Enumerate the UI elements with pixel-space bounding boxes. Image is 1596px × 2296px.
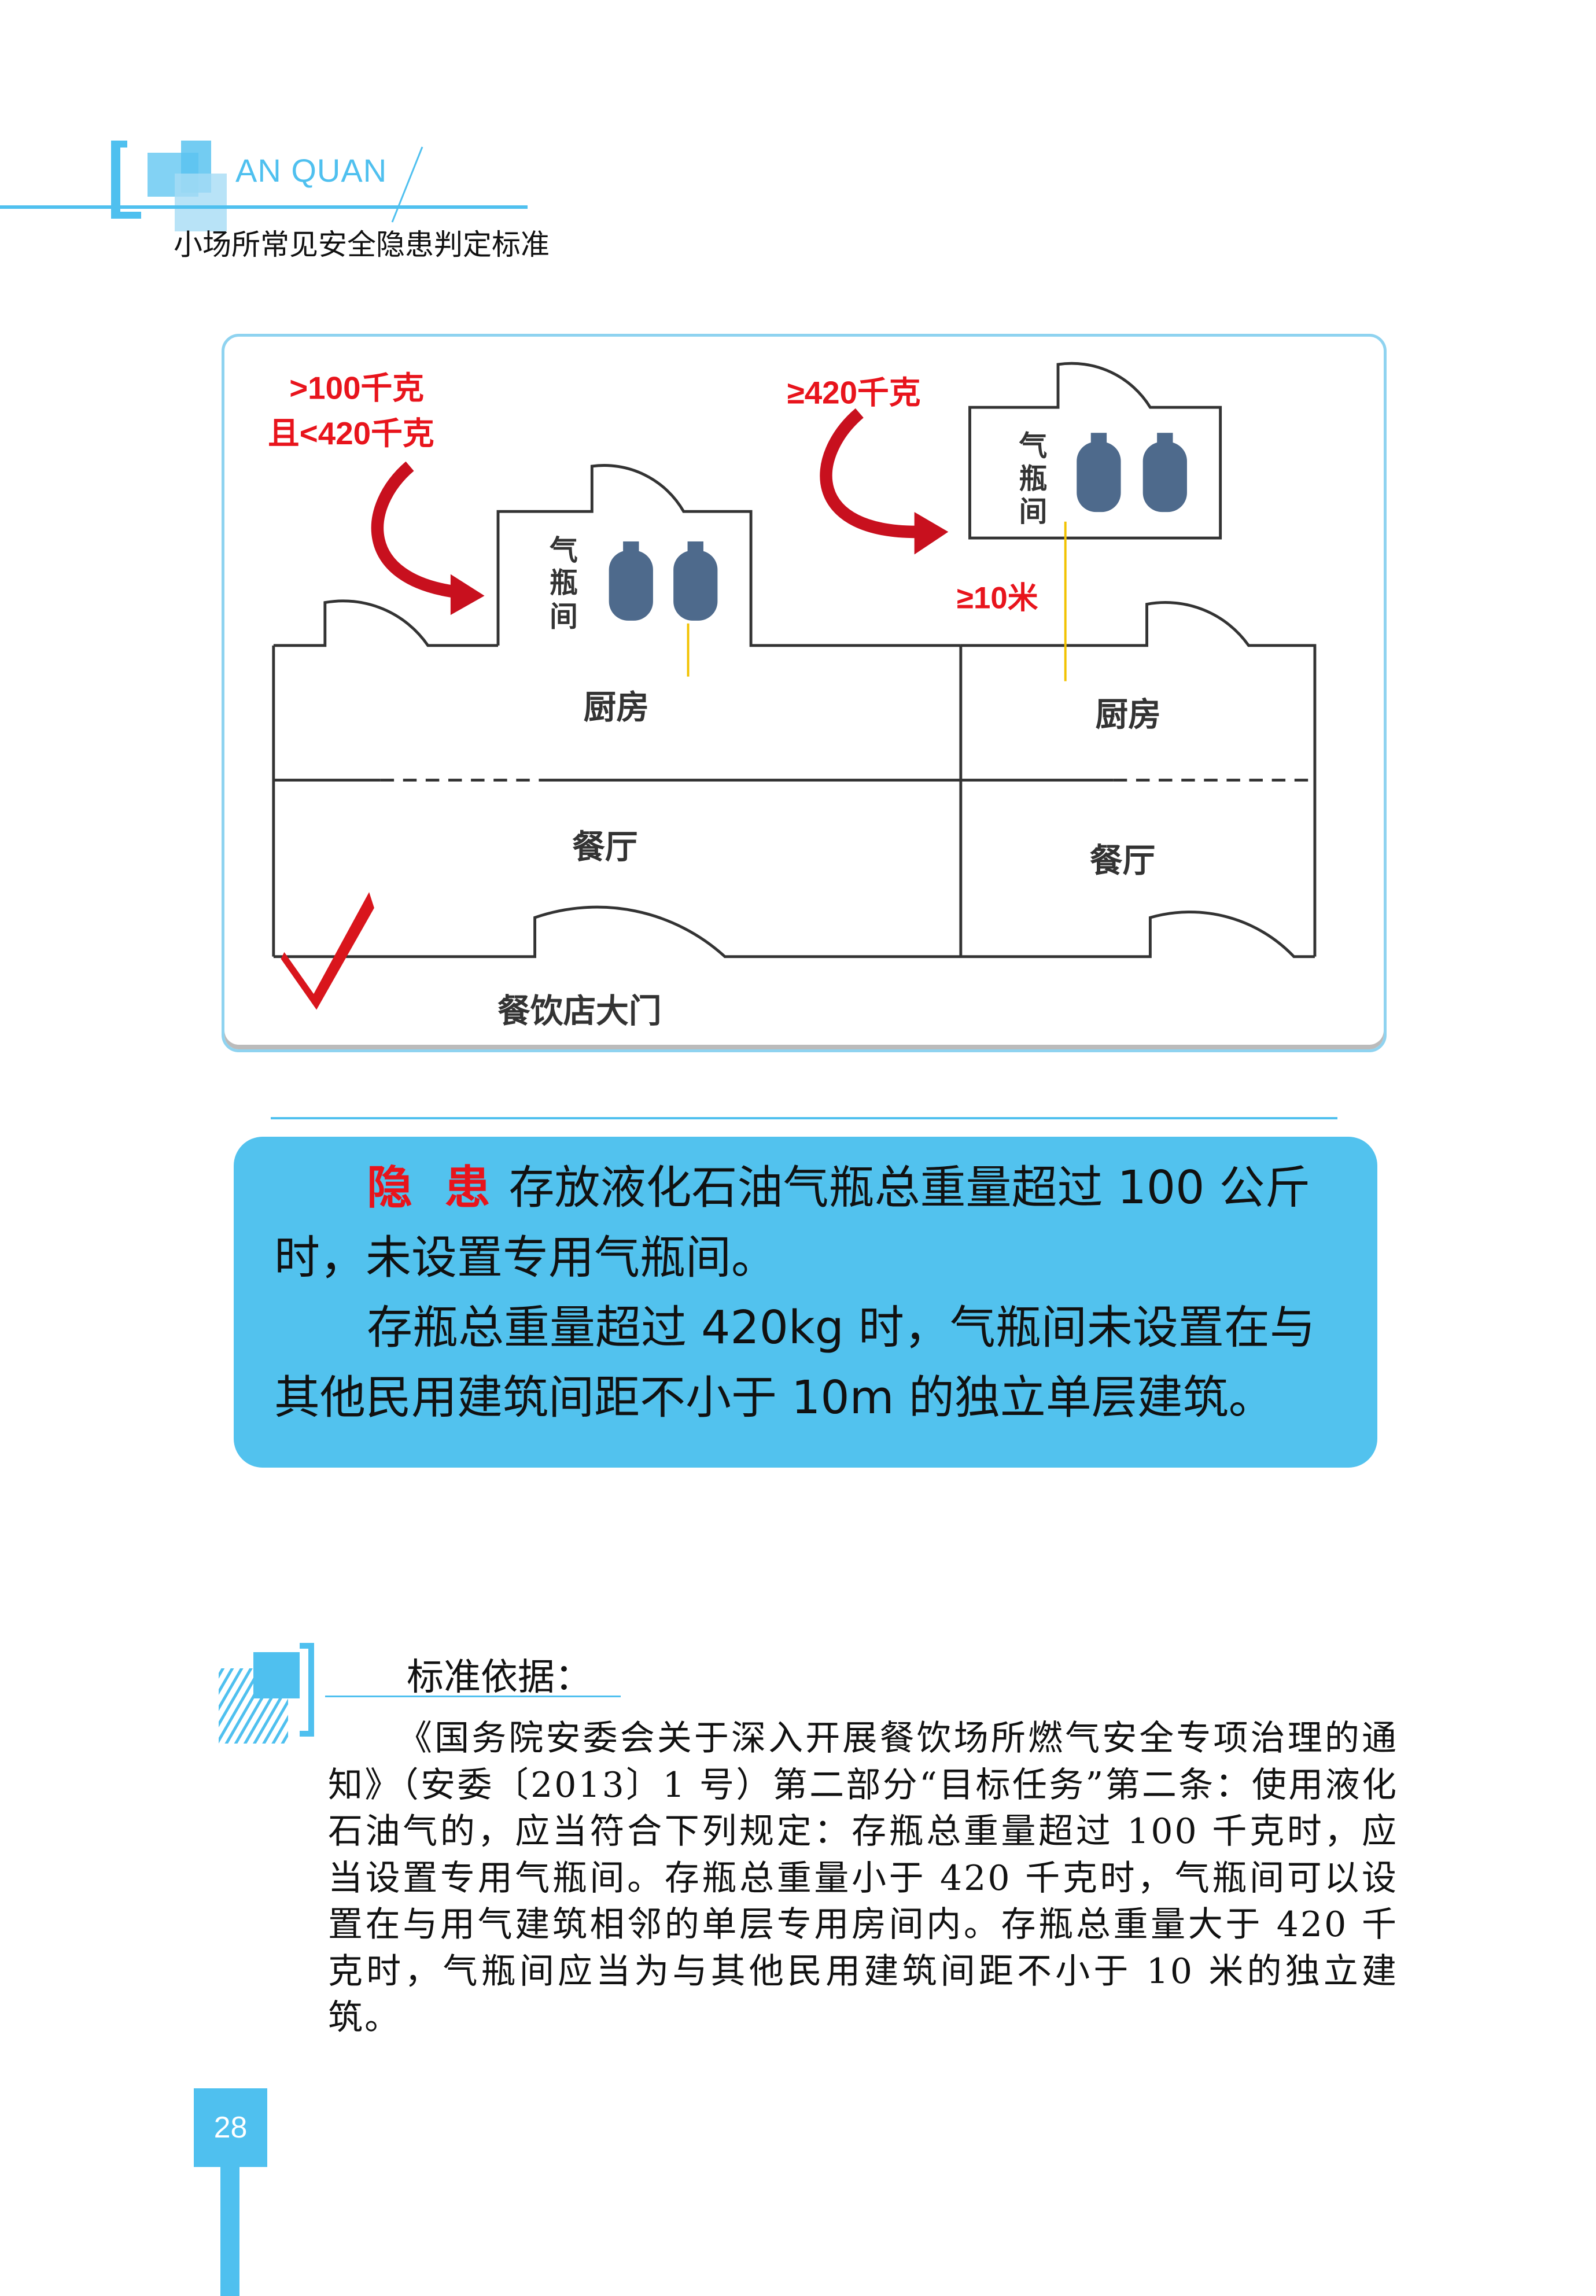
dining-label: 餐厅 [1090,842,1155,880]
header-bracket-decoration [111,141,127,148]
gas-cylinder-icon [609,433,1187,621]
header-rule [0,205,528,209]
page-number-bar [220,2167,239,2296]
hazard-paragraph: 隐 患存放液化石油气瓶总重量超过 100 公斤时，未设置专用气瓶间。 [274,1153,1337,1293]
dining-label: 餐厅 [572,828,637,867]
label-distance: ≥10米 [957,581,1038,615]
hazard-text-1: 存放液化石油气瓶总重量超过 100 公斤时，未设置专用气瓶间。 [274,1161,1311,1284]
gas-room-label: 瓶 [1019,462,1048,495]
hazard-box: 隐 患存放液化石油气瓶总重量超过 100 公斤时，未设置专用气瓶间。 存瓶总重量… [234,1137,1377,1468]
gas-room-label: 气 [1019,429,1048,462]
section-divider [271,1117,1337,1119]
header-bracket-decoration [111,141,120,219]
page-subtitle: 小场所常见安全隐患判定标准 [174,228,550,261]
header-slash-decoration [391,146,423,223]
standard-title-underline [325,1696,621,1697]
hazard-paragraph: 存瓶总重量超过 420kg 时，气瓶间未设置在与其他民用建筑间距不小于 10m … [274,1293,1337,1433]
arrow-head-icon [914,512,949,555]
floor-plan: >100千克 且<420千克 ≥420千克 ≥10米 气 瓶 间 气 瓶 间 厨… [268,362,1317,1030]
hazard-tag: 隐 患 [367,1161,499,1214]
arrow-icon [820,408,923,539]
gas-room-label: 间 [1019,495,1048,528]
label-over-420kg: ≥420千克 [787,374,921,410]
gas-room-left [496,464,961,647]
kitchen-label: 厨房 [1096,696,1161,734]
standard-title: 标准依据： [407,1656,592,1699]
standard-body: 《国务院安委会关于深入开展餐饮场所燃气安全专项治理的通知》（安委〔2013〕1 … [328,1718,1398,2038]
building-top-wall-right [960,601,1317,957]
gas-room-diagram: >100千克 且<420千克 ≥420千克 ≥10米 气 瓶 间 气 瓶 间 厨… [222,334,1387,1052]
entrance-label: 餐饮店大门 [497,992,662,1030]
hazard-text-2: 存瓶总重量超过 420kg 时，气瓶间未设置在与其他民用建筑间距不小于 10m … [274,1301,1315,1424]
label-over-100kg: >100千克 [289,370,424,406]
kitchen-label: 厨房 [584,688,649,727]
label-under-420kg: 且<420千克 [268,415,434,451]
building-bottom-wall [273,905,1315,959]
standard-section-icon [219,1643,314,1744]
gas-room-label: 间 [550,600,578,633]
arrow-head-icon [450,574,485,616]
header-square-decoration [175,174,227,231]
gas-room-label: 瓶 [550,566,578,599]
header-bracket-decoration [111,212,141,219]
building-top-wall-left [273,599,499,647]
header-brand: AN QUAN [235,152,388,189]
checkmark-icon [281,892,374,1010]
arrow-icon [371,461,460,599]
page-number: 28 [194,2088,267,2167]
gas-room-label: 气 [550,533,578,567]
gas-room-right [968,362,1222,540]
